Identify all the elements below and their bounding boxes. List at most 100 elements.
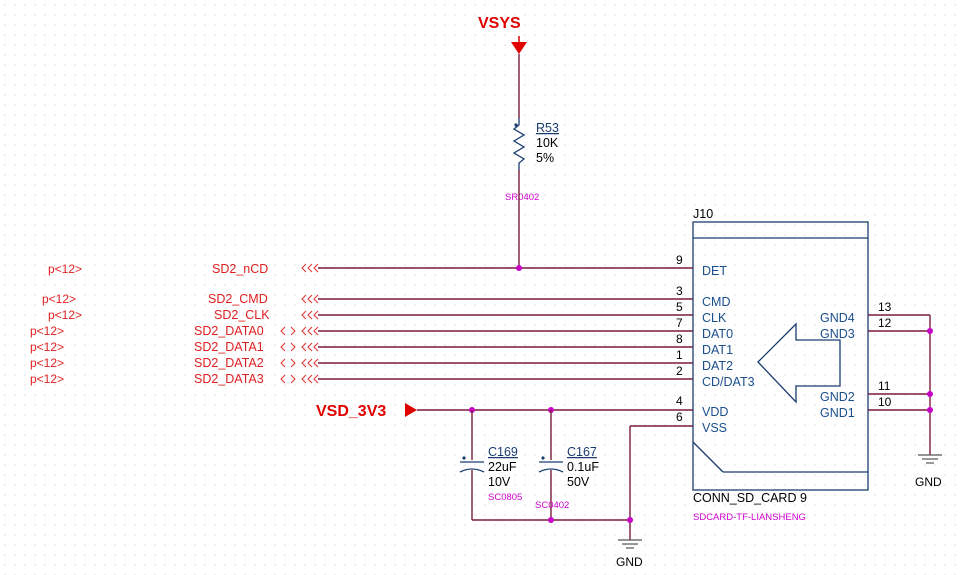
pin-name: GND4 (820, 311, 855, 325)
j10-pin-clk[interactable]: 5 CLK (676, 300, 727, 325)
j10-pin-det[interactable]: 9 DET (676, 253, 727, 278)
net-page-ref[interactable]: p<12> (30, 372, 64, 386)
pin-number: 8 (676, 332, 683, 346)
r53-footprint: SR0402 (505, 192, 539, 203)
resistor-r53[interactable]: R53 10K 5% SR0402 (505, 118, 559, 203)
port-chevron-icon (313, 358, 319, 368)
j10-pin-gnd2[interactable]: GND2 11 (820, 379, 891, 404)
pin-number: 11 (878, 379, 891, 393)
pin-number: 9 (676, 253, 683, 267)
junction-vss-gnd (627, 517, 633, 523)
capacitor-c169[interactable]: C169 22uF 10V SC0805 (459, 410, 522, 520)
j10-pin-gnd1[interactable]: GND1 10 (820, 395, 892, 420)
port-chevron-icon (313, 374, 319, 384)
pin-number: 13 (878, 300, 892, 314)
j10-pin-gnd3[interactable]: GND3 12 (820, 316, 892, 341)
pin-number: 7 (676, 316, 683, 330)
j10-pin-dat0[interactable]: 7 DAT0 (676, 316, 733, 341)
j10-pin-cd-dat3[interactable]: 2 CD/DAT3 (676, 364, 755, 389)
vsd-arrow-icon (405, 403, 417, 417)
pin-name: GND2 (820, 390, 855, 404)
junction-det (516, 265, 522, 271)
net-label-sd2-data3[interactable]: SD2_DATA3 (194, 372, 264, 386)
port-chevron-icon (313, 342, 319, 352)
resistor-zigzag-icon (512, 118, 526, 170)
j10-pin-dat2[interactable]: 1 DAT2 (676, 348, 733, 373)
pin-number: 12 (878, 316, 892, 330)
pin-number: 3 (676, 284, 683, 298)
port-chevron-icon (301, 358, 307, 368)
pin-number: 2 (676, 364, 683, 378)
j10-body (692, 221, 869, 491)
j10-pin-vss[interactable]: 6 VSS (676, 410, 727, 435)
pin-name: DAT2 (702, 359, 733, 373)
vsys-arrow-icon (511, 42, 527, 54)
capacitor-c167[interactable]: C167 0.1uF 50V SC0402 (535, 410, 599, 520)
port-chevron-icon (301, 374, 307, 384)
net-label-sd2-cmd[interactable]: SD2_CMD (208, 292, 268, 306)
gnd-label-left: GND (616, 555, 643, 569)
c167-value: 0.1uF (567, 460, 599, 474)
c167-polarity-dot (541, 456, 545, 460)
port-bidir-icon (280, 358, 286, 368)
pin-name: DAT1 (702, 343, 733, 357)
vsys-label: VSYS (478, 15, 521, 32)
pin-name: CD/DAT3 (702, 375, 755, 389)
ground-symbol-right[interactable]: GND (915, 454, 942, 489)
c167-refdes: C167 (567, 445, 597, 459)
vsys-power-symbol[interactable]: VSYS (478, 15, 527, 54)
port-bidir-icon (290, 326, 296, 336)
net-label-sd2-data0[interactable]: SD2_DATA0 (194, 324, 264, 338)
net-label-sd2-ncd[interactable]: SD2_nCD (212, 262, 268, 276)
net-page-ref[interactable]: p<12> (42, 292, 76, 306)
connector-j10[interactable]: J10 CONN_SD_CARD 9 SDCARD-TF-LIANSHENG 9… (676, 207, 892, 523)
port-chevron-icon (301, 310, 307, 320)
port-chevron-icon (313, 326, 319, 336)
pin-name: CLK (702, 311, 727, 325)
net-label-sd2-clk[interactable]: SD2_CLK (214, 308, 270, 322)
j10-corner-line (692, 441, 724, 473)
pin-number: 4 (676, 394, 683, 408)
port-chevron-icon (313, 310, 319, 320)
r53-value: 10K (536, 136, 559, 150)
net-labels: p<12> SD2_nCD p<12> SD2_CMD p<12> SD2_CL… (30, 262, 270, 386)
port-chevron-icon (307, 374, 313, 384)
ground-symbol-left[interactable]: GND (616, 539, 643, 569)
net-page-ref[interactable]: p<12> (30, 356, 64, 370)
net-label-sd2-data1[interactable]: SD2_DATA1 (194, 340, 264, 354)
c167-footprint: SC0402 (535, 500, 569, 511)
net-page-ref[interactable]: p<12> (30, 340, 64, 354)
j10-pin-vdd[interactable]: 4 VDD (676, 394, 728, 419)
pin-name: VSS (702, 421, 727, 435)
net-page-ref[interactable]: p<12> (48, 308, 82, 322)
pin-number: 5 (676, 300, 683, 314)
c167-voltage: 50V (567, 475, 590, 489)
port-chevron-icon (301, 294, 307, 304)
port-chevron-icon (307, 263, 313, 273)
c167-plate-bottom (538, 468, 564, 473)
c169-value: 22uF (488, 460, 517, 474)
c169-plate-bottom (459, 468, 485, 473)
port-chevron-icon (307, 342, 313, 352)
c169-polarity-dot (462, 456, 466, 460)
port-bidir-icon (290, 358, 296, 368)
pin-number: 10 (878, 395, 892, 409)
junction-c167-gnd (548, 517, 554, 523)
net-label-sd2-data2[interactable]: SD2_DATA2 (194, 356, 264, 370)
j10-pin-cmd[interactable]: 3 CMD (676, 284, 730, 309)
port-bidir-icon (290, 342, 296, 352)
c169-footprint: SC0805 (488, 492, 522, 503)
port-bidir-icon (280, 326, 286, 336)
j10-pin-dat1[interactable]: 8 DAT1 (676, 332, 733, 357)
net-page-ref[interactable]: p<12> (30, 324, 64, 338)
vsd-3v3-power-port[interactable]: VSD_3V3 (316, 403, 417, 420)
offpage-ports (280, 263, 319, 384)
port-chevron-icon (307, 326, 313, 336)
gnd-label-right: GND (915, 475, 942, 489)
r53-pin1-dot (514, 123, 518, 127)
net-page-ref[interactable]: p<12> (48, 262, 82, 276)
j10-pin-gnd4[interactable]: GND4 13 (820, 300, 892, 325)
j10-part-name: CONN_SD_CARD 9 (693, 491, 807, 505)
pin-name: DAT0 (702, 327, 733, 341)
port-chevron-icon (307, 294, 313, 304)
